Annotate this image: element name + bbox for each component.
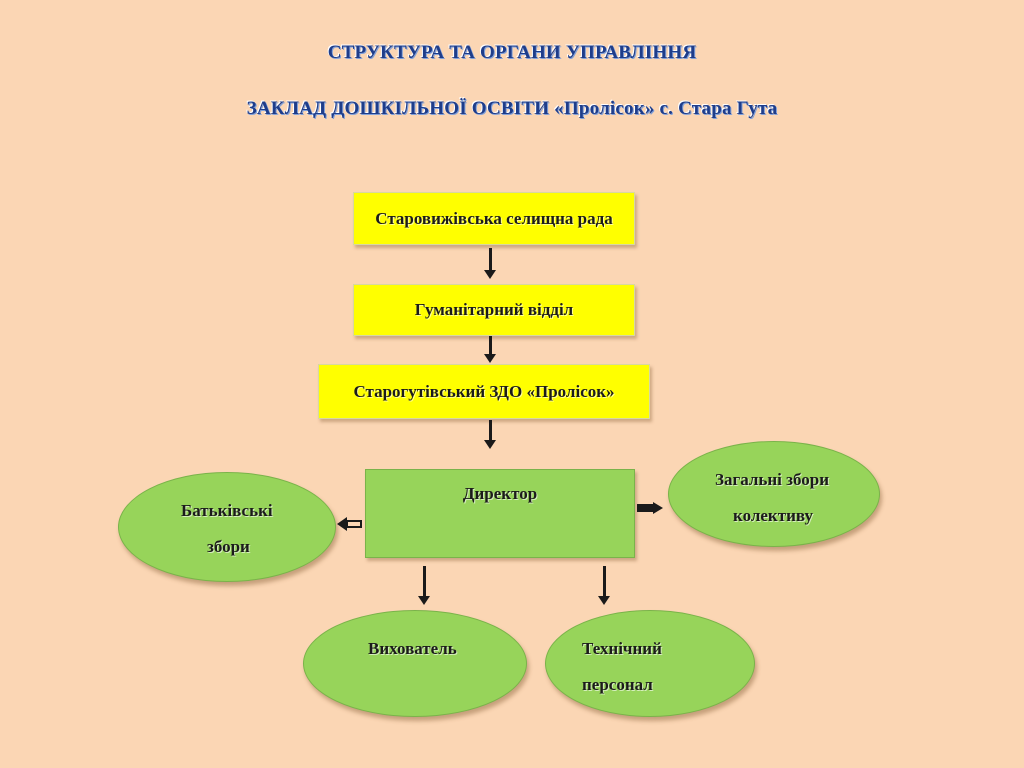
node-staff-meeting-line2: колективу [733, 506, 813, 525]
arrow-director-to-staff-meeting [637, 502, 663, 514]
node-council: Старовижівська селищна рада [353, 192, 635, 245]
node-humanitarian-dept: Гуманітарний відділ [353, 284, 635, 336]
node-technical-staff: Технічний персонал [545, 610, 755, 717]
node-educator: Вихователь [303, 610, 527, 717]
page-subtitle: ЗАКЛАД ДОШКІЛЬНОЇ ОСВІТИ «Пролісок» с. С… [246, 98, 778, 119]
node-technical-staff-line1: Технічний [582, 639, 662, 658]
node-institution: Старогутівський ЗДО «Пролісок» [318, 364, 650, 419]
page-title: СТРУКТУРА ТА ОРГАНИ УПРАВЛІННЯ [327, 42, 697, 63]
node-staff-meeting: Загальні збори колективу [668, 441, 880, 547]
node-institution-label: Старогутівський ЗДО «Пролісок» [353, 381, 615, 401]
node-council-label: Старовижівська селищна рада [375, 208, 613, 228]
node-director: Директор [365, 469, 635, 558]
node-educator-label: Вихователь [368, 639, 457, 658]
node-parents-meeting-line2: збори [207, 537, 250, 556]
node-director-label: Директор [462, 484, 538, 503]
node-technical-staff-line2: персонал [582, 675, 653, 694]
node-parents-meeting: Батьківські збори [118, 472, 336, 582]
arrow-director-to-parents-meeting [337, 517, 363, 531]
node-humanitarian-dept-label: Гуманітарний відділ [414, 300, 574, 319]
node-parents-meeting-line1: Батьківські [181, 501, 273, 520]
node-staff-meeting-line1: Загальні збори [715, 470, 829, 489]
